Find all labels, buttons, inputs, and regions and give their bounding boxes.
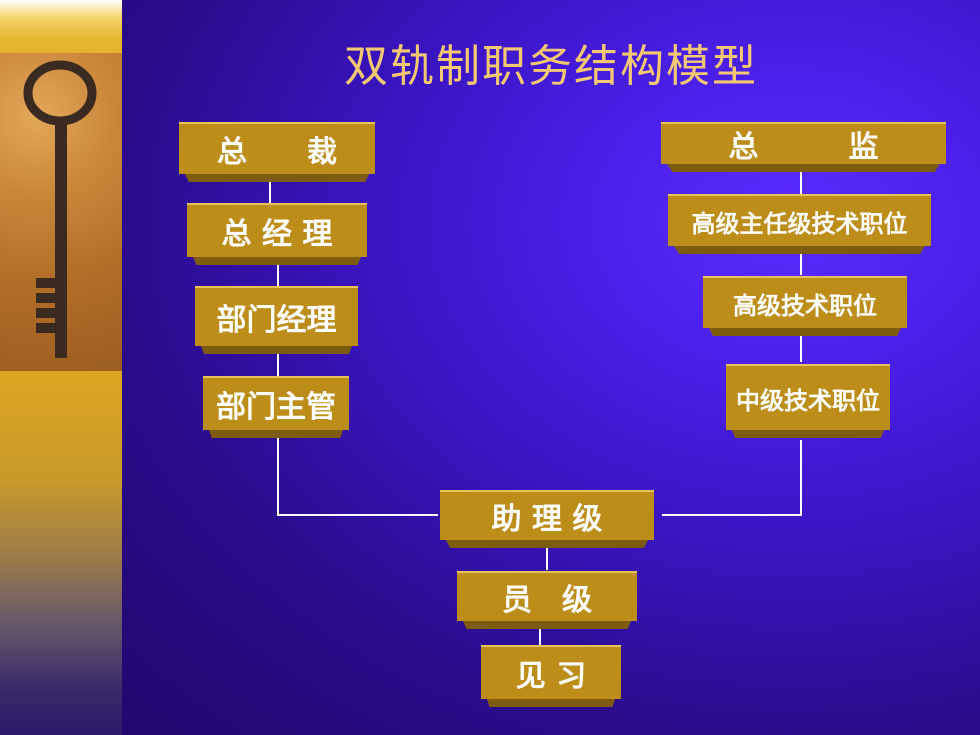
node-trainee: 见 习 <box>481 645 621 699</box>
node-senior-chief-technical: 高级主任级技术职位 <box>668 194 931 246</box>
node-department-manager: 部门经理 <box>195 286 358 346</box>
node-senior-technical: 高级技术职位 <box>703 276 907 328</box>
node-ceo: 总 裁 <box>179 122 375 174</box>
key-photo <box>0 53 122 371</box>
node-department-supervisor: 部门主管 <box>203 376 349 430</box>
node-mid-technical: 中级技术职位 <box>726 364 890 430</box>
node-staff-level: 员 级 <box>457 571 637 621</box>
node-director: 总 监 <box>661 122 946 165</box>
key-icon <box>23 60 97 358</box>
node-assistant-level: 助 理 级 <box>440 490 654 540</box>
node-general-manager: 总 经 理 <box>187 203 367 257</box>
slide-title: 双轨制职务结构模型 <box>344 41 758 92</box>
